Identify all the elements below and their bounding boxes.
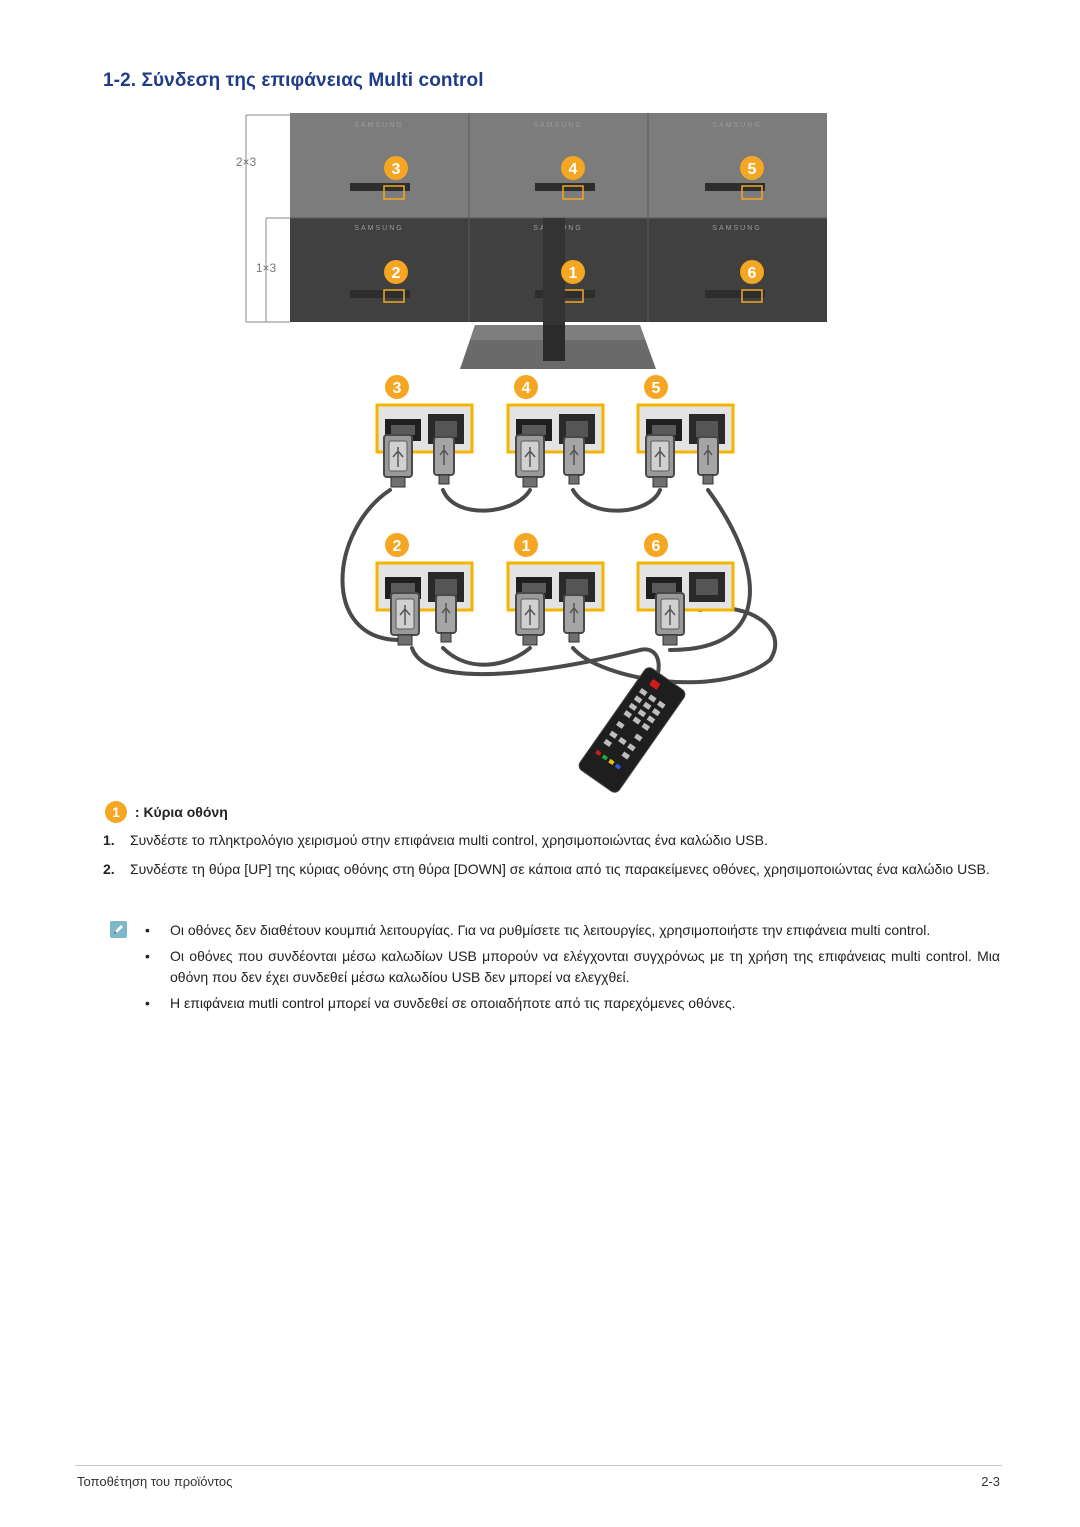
brand-label: SAMSUNG — [354, 225, 403, 232]
connector-badge-num: 2 — [393, 538, 402, 555]
size-indicator: 2×3 1×3 — [236, 114, 290, 323]
connector-badge-num: 3 — [393, 380, 402, 397]
note-text: Οι οθόνες που συνδέονται μέσω καλωδίων U… — [170, 948, 1000, 985]
connector-badge — [514, 533, 538, 557]
legend-label: : Κύρια οθόνη — [134, 804, 228, 820]
row-label-bottom: 1×3 — [256, 261, 277, 275]
connector-badge-num: 4 — [522, 380, 531, 397]
multi-control-connection-diagram: 2×3 1×3 SAMSUNG SAMSUNG SAMSUNG SAMSUNG … — [236, 113, 827, 793]
instruction-steps: 1. Συνδέστε το πληκτρολόγιο χειρισμού στ… — [103, 830, 1003, 888]
usb-port-icon — [636, 561, 735, 612]
brand-label: SAMSUNG — [533, 122, 582, 129]
usb-plug-icon — [563, 594, 585, 643]
monitor-badge — [740, 156, 764, 180]
footer-divider — [75, 1465, 1002, 1466]
connector-badge — [385, 375, 409, 399]
monitor-badge — [561, 260, 585, 284]
step-item: 2. Συνδέστε τη θύρα [UP] της κύριας οθόν… — [103, 859, 1003, 879]
connector-badge-num: 1 — [522, 538, 531, 555]
step-text: Συνδέστε το πληκτρολόγιο χειρισμού στην … — [130, 832, 768, 848]
note-icon — [110, 921, 127, 938]
step-number: 2. — [103, 861, 115, 877]
legend: 1 : Κύρια οθόνη — [105, 801, 228, 823]
monitor-badge-num: 5 — [748, 161, 757, 178]
monitor-badge-num: 1 — [569, 265, 578, 282]
monitor-badge-num: 4 — [569, 161, 578, 178]
bullet: • — [145, 948, 150, 964]
monitor-badge — [384, 260, 408, 284]
usb-plug-icon — [435, 594, 457, 643]
connector-badge-num: 5 — [652, 380, 661, 397]
main-display-badge: 1 — [105, 801, 127, 823]
footer-section-title: Τοποθέτηση του προϊόντος — [77, 1474, 233, 1489]
usb-cables — [340, 488, 778, 692]
brand-label: SAMSUNG — [354, 122, 403, 129]
connector-badge — [514, 375, 538, 399]
page-number: 2-3 — [981, 1474, 1000, 1489]
bullet: • — [145, 922, 150, 938]
connector-badges: 3 4 5 2 1 6 — [385, 375, 668, 557]
note-item: • Οι οθόνες δεν διαθέτουν κουμπιά λειτου… — [110, 920, 1000, 941]
usb-plug-icon — [515, 434, 545, 488]
video-wall: SAMSUNG SAMSUNG SAMSUNG SAMSUNG SAMSUNG … — [290, 113, 827, 369]
monitor-badge — [384, 156, 408, 180]
step-item: 1. Συνδέστε το πληκτρολόγιο χειρισμού στ… — [103, 830, 1003, 850]
connector-badge — [385, 533, 409, 557]
remote-control-icon — [578, 667, 686, 793]
connector-badge — [644, 375, 668, 399]
monitor-badge-num: 3 — [392, 161, 401, 178]
notes-section: • Οι οθόνες δεν διαθέτουν κουμπιά λειτου… — [110, 920, 1000, 1019]
note-item: • Η επιφάνεια mutli control μπορεί να συ… — [110, 993, 1000, 1014]
monitor-badge — [740, 260, 764, 284]
bullet: • — [145, 995, 150, 1011]
note-text: Η επιφάνεια mutli control μπορεί να συνδ… — [170, 995, 736, 1011]
usb-plug-icon — [645, 434, 675, 488]
monitor-badge-num: 6 — [748, 265, 757, 282]
monitor-badges: 3 4 5 2 1 6 — [384, 156, 764, 284]
usb-connectors — [375, 403, 735, 646]
brand-label: SAMSUNG — [712, 122, 761, 129]
usb-plug-icon — [433, 436, 455, 485]
usb-plug-icon — [383, 434, 413, 488]
note-text: Οι οθόνες δεν διαθέτουν κουμπιά λειτουργ… — [170, 922, 931, 938]
usb-plug-icon — [515, 592, 545, 646]
brand-label: SAMSUNG — [712, 225, 761, 232]
step-number: 1. — [103, 832, 115, 848]
monitor-badge-num: 2 — [392, 265, 401, 282]
usb-plug-icon — [697, 436, 719, 485]
note-list: • Οι οθόνες δεν διαθέτουν κουμπιά λειτου… — [110, 920, 1000, 1014]
connector-badge — [644, 533, 668, 557]
step-text: Συνδέστε τη θύρα [UP] της κύριας οθόνης … — [130, 861, 990, 877]
monitor-badge — [561, 156, 585, 180]
connector-badge-num: 6 — [652, 538, 661, 555]
row-label-top: 2×3 — [236, 155, 257, 169]
usb-plug-icon — [390, 592, 420, 646]
page-heading: 1-2. Σύνδεση της επιφάνειας Multi contro… — [103, 70, 484, 91]
note-item: • Οι οθόνες που συνδέονται μέσω καλωδίων… — [110, 946, 1000, 988]
usb-plug-icon — [563, 436, 585, 485]
usb-plug-icon — [655, 592, 685, 646]
